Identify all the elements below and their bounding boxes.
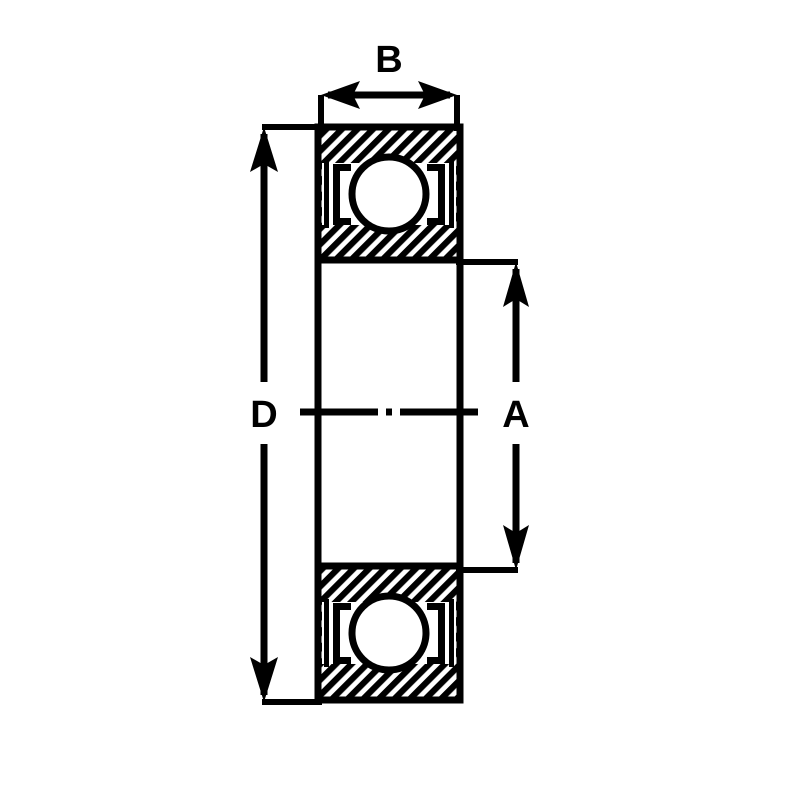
dimension-b-arrow-left [321,81,360,109]
dimension-d-arrow-top [250,127,278,172]
dimension-d-label: D [250,394,277,436]
dimension-a-label: A [502,394,529,436]
outer-race-bottom-outline [314,562,464,704]
seal-right-top [427,160,454,228]
ball-top [348,153,430,235]
dimension-d-arrow-bottom [250,657,278,702]
seal-right-bottom [427,599,454,667]
dimension-a-arrow-top [503,262,529,307]
dimension-b-label: B [375,39,402,81]
dimension-d: D [250,124,322,705]
dimension-a: A [456,259,530,573]
seal-left-top [324,160,351,228]
ball-bottom [348,592,430,674]
dimension-a-arrow-bottom [503,525,529,570]
dimension-b: B [318,39,460,131]
dimension-b-arrow-right [418,81,457,109]
seal-left-bottom [324,599,351,667]
